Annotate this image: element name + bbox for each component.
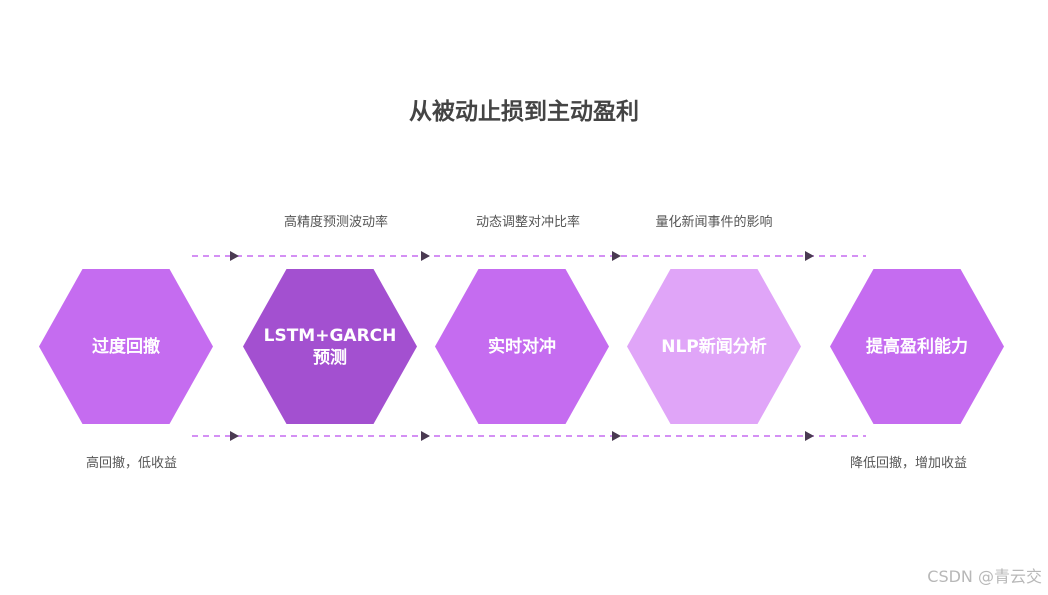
arrowhead-icon [612,251,621,261]
hexagon-nlp-news: NLP新闻分析 [627,269,801,424]
hexagon-label: 过度回撤 [92,336,160,357]
hexagon-excessive-drawdown: 过度回撤 [39,269,213,424]
diagram-title: 从被动止损到主动盈利 [409,99,639,125]
top-label-1: 高精度预测波动率 [283,215,388,230]
arrowhead-icon [421,431,430,441]
hexagon-label: 实时对冲 [488,336,556,357]
hexagon-realtime-hedging: 实时对冲 [435,269,609,424]
top-label-3: 量化新闻事件的影响 [655,215,773,230]
hexagon-lstm-garch: LSTM+GARCH 预测 [243,269,417,424]
hexagon-improve-profit: 提高盈利能力 [830,269,1004,424]
bottom-label-left: 高回撤，低收益 [86,456,178,471]
arrowhead-icon [612,431,621,441]
hexagon-label: NLP新闻分析 [661,336,767,357]
arrowhead-icon [805,431,814,441]
arrowhead-icon [421,251,430,261]
top-label-2: 动态调整对冲比率 [475,215,580,230]
watermark: CSDN @青云交 [927,567,1042,586]
hexagon-label: LSTM+GARCH 预测 [263,325,397,368]
arrowhead-icon [805,251,814,261]
hexagon-label: 提高盈利能力 [866,336,968,357]
arrowheads [230,251,814,441]
arrowhead-icon [230,431,239,441]
dashed-connectors [192,255,866,437]
bottom-label-right: 降低回撤，增加收益 [850,456,968,471]
arrowhead-icon [230,251,239,261]
